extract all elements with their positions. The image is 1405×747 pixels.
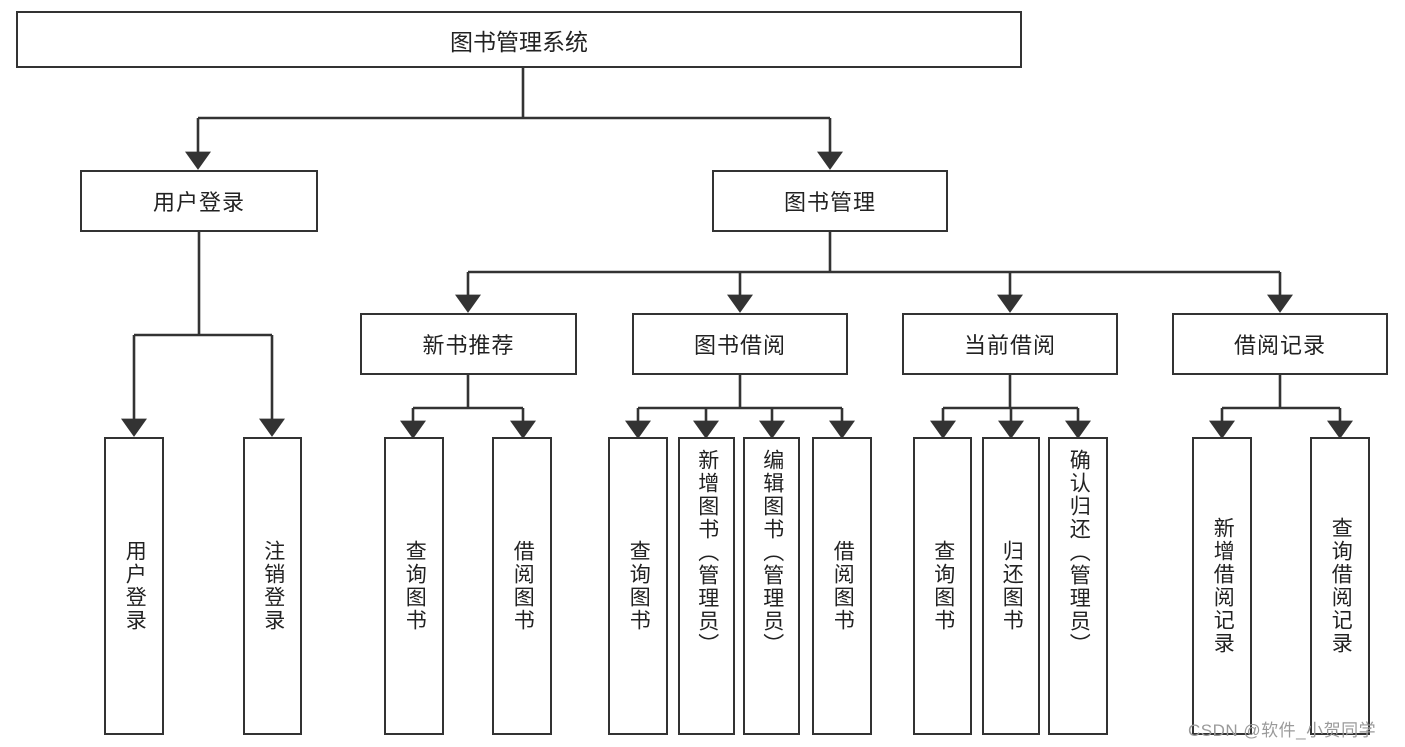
node-borrow-record[interactable]: 借阅记录 xyxy=(1172,313,1388,375)
node-label: 查询图书 xyxy=(403,540,427,632)
node-label: 借阅图书 xyxy=(511,540,535,632)
node-new-book-recommend[interactable]: 新书推荐 xyxy=(360,313,577,375)
leaf-query-book[interactable]: 查询图书 xyxy=(608,437,668,735)
node-label: 用户登录 xyxy=(123,540,147,632)
node-label: 用户登录 xyxy=(152,190,245,215)
leaf-query-book-recommend[interactable]: 查询图书 xyxy=(384,437,444,735)
node-label: 编辑图书（管理员） xyxy=(760,449,784,656)
leaf-return-book[interactable]: 归还图书 xyxy=(982,437,1040,735)
leaf-user-login[interactable]: 用户登录 xyxy=(104,437,164,735)
node-book-management[interactable]: 图书管理 xyxy=(712,170,948,232)
leaf-add-book-admin[interactable]: 新增图书（管理员） xyxy=(678,437,735,735)
leaf-confirm-return-admin[interactable]: 确认归还（管理员） xyxy=(1048,437,1108,735)
node-label: 图书管理 xyxy=(783,190,876,215)
node-label: 新增图书（管理员） xyxy=(695,449,719,656)
leaf-query-borrow-record[interactable]: 查询借阅记录 xyxy=(1310,437,1370,735)
node-root-system[interactable]: 图书管理系统 xyxy=(16,11,1022,68)
node-user-login[interactable]: 用户登录 xyxy=(80,170,318,232)
node-current-borrow[interactable]: 当前借阅 xyxy=(902,313,1118,375)
node-label: 借阅图书 xyxy=(831,540,855,632)
node-label: 新增借阅记录 xyxy=(1211,517,1235,655)
leaf-user-logout[interactable]: 注销登录 xyxy=(243,437,302,735)
node-label: 注销登录 xyxy=(261,540,285,632)
leaf-add-borrow-record[interactable]: 新增借阅记录 xyxy=(1192,437,1252,735)
leaf-borrow-book[interactable]: 借阅图书 xyxy=(812,437,872,735)
leaf-borrow-book-recommend[interactable]: 借阅图书 xyxy=(492,437,552,735)
node-label: 当前借阅 xyxy=(963,333,1056,358)
node-label: 新书推荐 xyxy=(422,333,515,358)
watermark: CSDN @软件_小贺同学 xyxy=(1188,721,1377,740)
node-book-borrow[interactable]: 图书借阅 xyxy=(632,313,848,375)
node-label: 归还图书 xyxy=(1000,540,1024,632)
node-label: 借阅记录 xyxy=(1233,333,1326,358)
node-label: 图书管理系统 xyxy=(450,28,588,55)
leaf-edit-book-admin[interactable]: 编辑图书（管理员） xyxy=(743,437,800,735)
node-label: 查询图书 xyxy=(931,540,955,632)
node-label: 查询借阅记录 xyxy=(1329,517,1353,655)
leaf-query-book-current[interactable]: 查询图书 xyxy=(913,437,972,735)
node-label: 图书借阅 xyxy=(693,333,786,358)
node-label: 查询图书 xyxy=(627,540,651,632)
node-label: 确认归还（管理员） xyxy=(1067,449,1091,656)
